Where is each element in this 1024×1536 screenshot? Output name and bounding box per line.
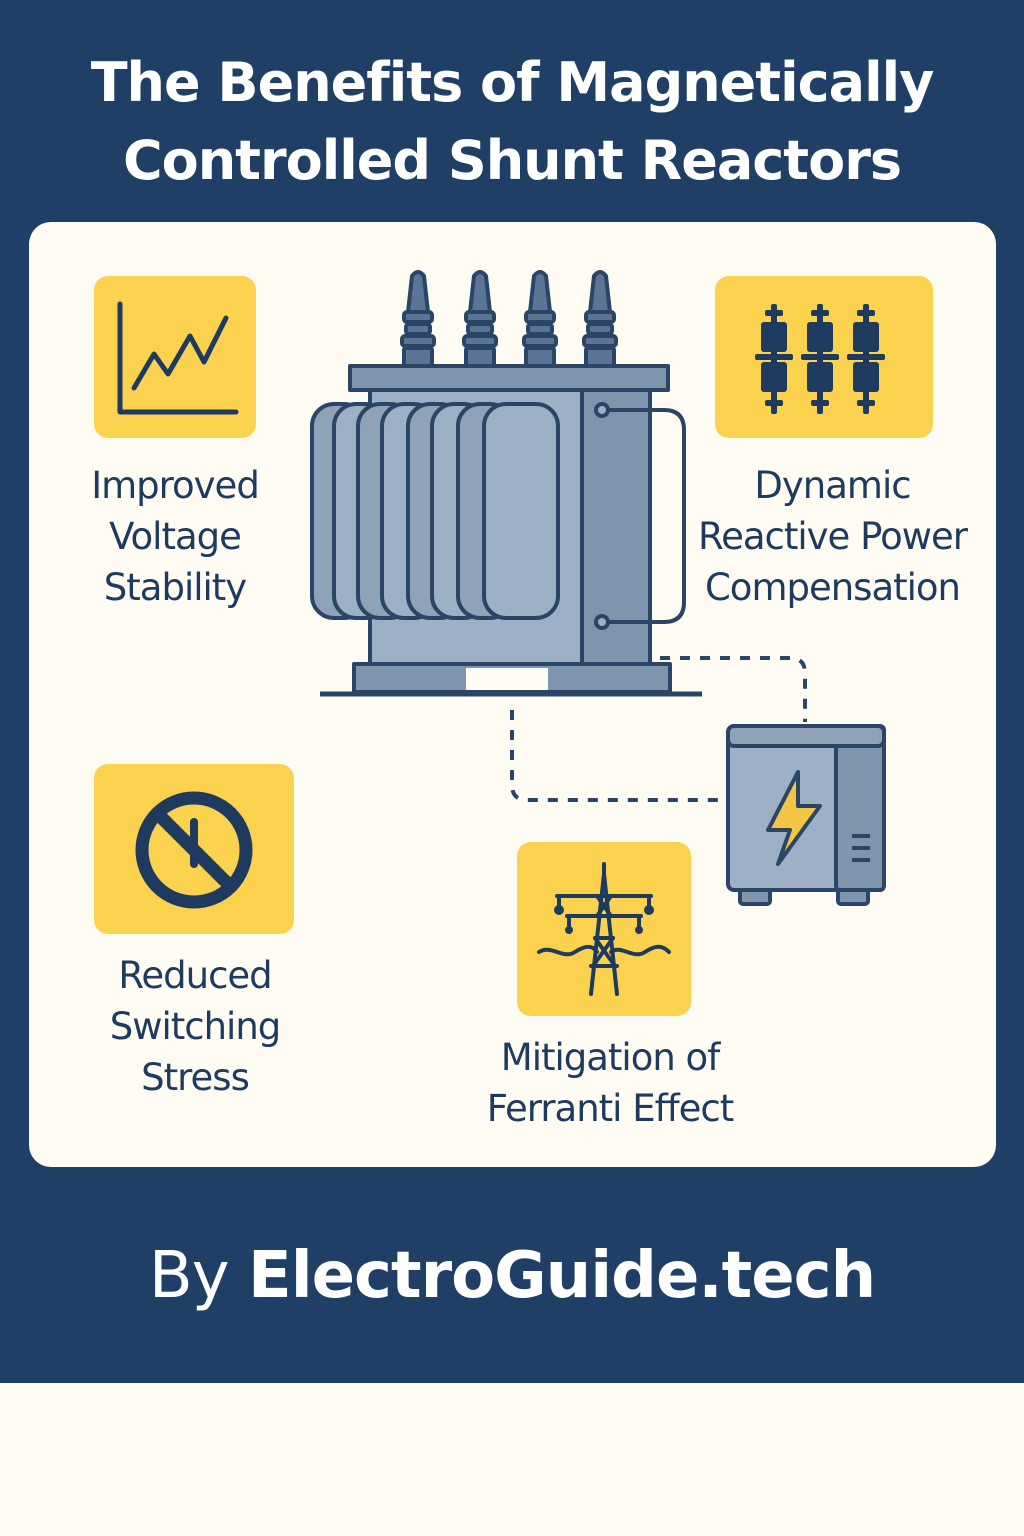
line-chart-icon [117, 301, 239, 415]
benefit-label-switching-stress: Reduced Switching Stress [109, 954, 282, 1099]
benefit-label-voltage-stability: Improved Voltage Stability [91, 464, 260, 609]
footer-credit: By ElectroGuide.tech [0, 1228, 1024, 1324]
benefit-tile-reactive-power [715, 276, 933, 438]
page-title: The Benefits of Magnetically Controlled … [0, 44, 1024, 200]
control-wiring [510, 656, 807, 802]
lightning-bolt-icon [766, 770, 822, 866]
benefit-label-ferranti-effect: Mitigation of Ferranti Effect [486, 1036, 735, 1130]
bushing-icons [400, 270, 618, 368]
benefit-tile-switching-stress [94, 764, 294, 934]
title-line-1: The Benefits of Magnetically [90, 51, 935, 114]
prohibited-icon [135, 791, 253, 909]
benefit-label-reactive-power: Dynamic Reactive Power Compensation [698, 464, 968, 609]
transmission-tower-icon [537, 862, 671, 996]
capacitor-bank-icon [755, 304, 885, 414]
benefit-tile-ferranti-effect [517, 842, 691, 1016]
footer-prefix: By [148, 1239, 230, 1313]
reactor-tank [310, 364, 702, 697]
title-line-2: Controlled Shunt Reactors [123, 129, 902, 192]
benefit-tile-voltage-stability [94, 276, 256, 438]
footer-brand: ElectroGuide.tech [247, 1239, 876, 1313]
